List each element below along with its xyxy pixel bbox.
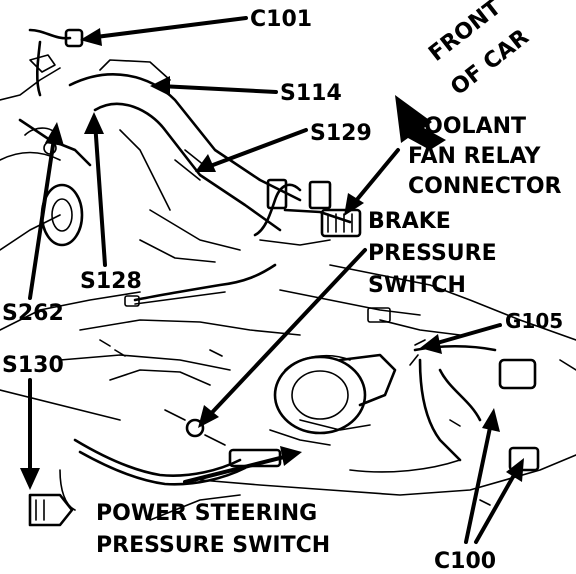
label-s128: S128 [80,269,142,294]
callout-arrows [20,16,524,544]
label-coolant-line1: COOLANT [408,114,526,139]
label-coolant-line3: CONNECTOR [408,174,562,199]
label-ps-line2: PRESSURE SWITCH [96,533,330,558]
front-arrow-icon [395,95,446,150]
label-brake-line2: PRESSURE [368,241,497,266]
label-s130: S130 [2,353,64,378]
label-brake-line1: BRAKE [368,209,451,234]
label-c101: C101 [250,7,312,32]
label-c100: C100 [434,549,496,574]
label-g105: G105 [505,309,563,333]
label-ps-line1: POWER STEERING [96,501,317,526]
label-s129: S129 [310,121,372,146]
label-brake-line3: SWITCH [368,273,466,298]
label-coolant-line2: FAN RELAY [408,144,542,169]
label-s114: S114 [280,81,342,106]
callout-labels: C101 S114 S129 COOLANT FAN RELAY CONNECT… [2,7,563,574]
label-s262: S262 [2,301,64,326]
